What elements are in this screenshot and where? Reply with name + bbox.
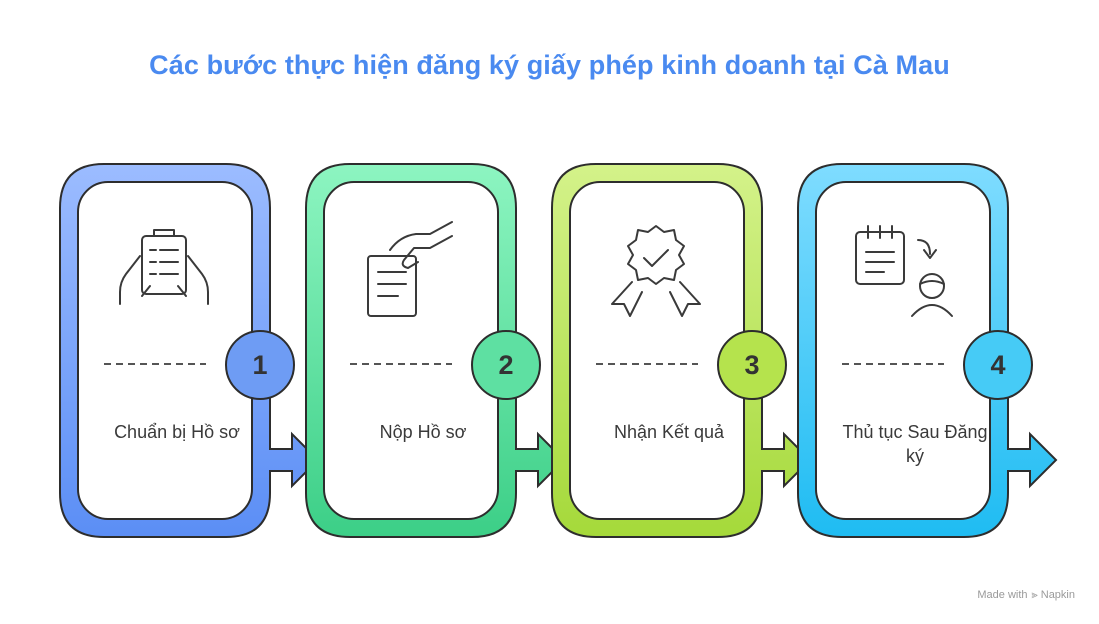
step-panel-1 xyxy=(77,181,253,520)
step-card-1 xyxy=(59,163,320,538)
step-card-4 xyxy=(797,163,1058,538)
award-badge-icon xyxy=(611,225,701,317)
step-number-4: 4 xyxy=(963,330,1033,400)
step-card-3 xyxy=(551,163,812,538)
footer-brand: Napkin xyxy=(1040,589,1075,601)
step-panel-2 xyxy=(323,181,499,520)
step-number-1: 1 xyxy=(225,330,295,400)
clipboard-in-hands-icon xyxy=(119,229,209,305)
step-label-2: Nộp Hồ sơ xyxy=(379,422,467,442)
step-panel-3 xyxy=(569,181,745,520)
napkin-logo-icon: ⫸ xyxy=(1031,589,1038,601)
footer-made-with: Made with xyxy=(977,589,1028,601)
step-number-3: 3 xyxy=(717,330,787,400)
footer-watermark: Made with⫸Napkin xyxy=(977,589,1075,602)
step-number-2: 2 xyxy=(471,330,541,400)
page-title: Các bước thực hiện đăng ký giấy phép kin… xyxy=(149,50,950,80)
step-label-4: Thủ tục Sau Đăng ký xyxy=(842,422,988,466)
step-label-1: Chuẩn bị Hồ sơ xyxy=(114,422,240,442)
calendar-and-user-icon xyxy=(855,225,953,317)
hand-submitting-document-icon xyxy=(367,221,453,317)
step-card-2 xyxy=(305,163,566,538)
step-label-3: Nhận Kết quả xyxy=(613,422,725,442)
